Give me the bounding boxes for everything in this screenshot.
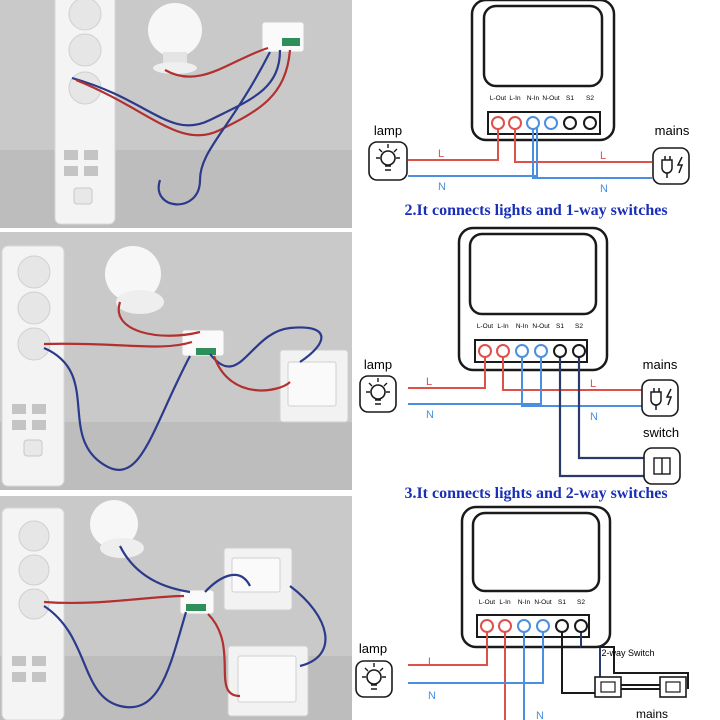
lamp-label: lamp [364, 357, 392, 372]
wire-label-neutral: N [590, 411, 598, 423]
photo-panel-2 [0, 232, 352, 490]
lamp-icon [368, 141, 408, 181]
plug-icon [652, 147, 690, 185]
wiring-diagram-2: L-Out L-In N-In N-Out S1 S2 L N L N lamp… [352, 224, 720, 486]
wire-label-live: L [590, 378, 596, 390]
wire-label-live: L [428, 656, 434, 668]
wire-label-live: L [600, 150, 606, 162]
two-way-switch-icon [659, 676, 687, 698]
wire-label-neutral: N [600, 183, 608, 195]
terminal-label: S1 [566, 95, 574, 102]
mains-label: mains [643, 357, 678, 372]
terminal-label: L-In [497, 323, 509, 330]
terminal-label: N-Out [534, 599, 552, 606]
lamp-icon [359, 375, 397, 413]
wiring-diagram-1: L-Out L-In N-In N-Out S1 S2 L N L N lamp… [352, 0, 720, 200]
terminal-label: S2 [586, 95, 594, 102]
terminal-label: N-In [518, 599, 531, 606]
lamp-icon [355, 660, 393, 698]
mains-label: mains [655, 123, 690, 138]
switch-label: 2-way Switch [601, 648, 654, 658]
wire-label-live: L [426, 376, 432, 388]
plug-icon [641, 379, 679, 417]
lamp-label: lamp [359, 641, 387, 656]
terminal-label: S1 [556, 323, 564, 330]
terminal-label: L-Out [479, 599, 495, 606]
wiring-diagram-3: L-Out L-In N-In N-Out S1 S2 L N N lamp 2… [352, 505, 720, 720]
caption-2: 2.It connects lights and 1-way switches [404, 202, 668, 219]
terminal-label: N-In [527, 95, 540, 102]
two-way-switch-icon [594, 676, 622, 698]
terminal-label: S2 [575, 323, 583, 330]
terminal-label: N-In [516, 323, 529, 330]
terminal-label: S1 [558, 599, 566, 606]
terminal-label: N-Out [532, 323, 550, 330]
lamp-label: lamp [374, 123, 402, 138]
photo-panel-1 [0, 0, 352, 228]
wire-label-neutral: N [536, 710, 544, 720]
wire-label-live: L [438, 148, 444, 160]
wiring-photo [0, 496, 352, 720]
wire-label-neutral: N [426, 409, 434, 421]
terminal-label: N-Out [542, 95, 560, 102]
wire-label-neutral: N [428, 690, 436, 702]
mains-label: mains [636, 707, 668, 720]
terminal-label: S2 [577, 599, 585, 606]
photo-panel-3 [0, 496, 352, 720]
terminal-label: L-Out [490, 95, 506, 102]
terminal-label: L-Out [477, 323, 493, 330]
caption-3: 3.It connects lights and 2-way switches [404, 485, 668, 502]
switch-label: switch [643, 425, 679, 440]
wiring-photo [0, 232, 352, 490]
wiring-photo [0, 0, 352, 228]
wire-label-neutral: N [438, 181, 446, 193]
terminal-label: L-In [499, 599, 511, 606]
terminal-label: L-In [509, 95, 521, 102]
